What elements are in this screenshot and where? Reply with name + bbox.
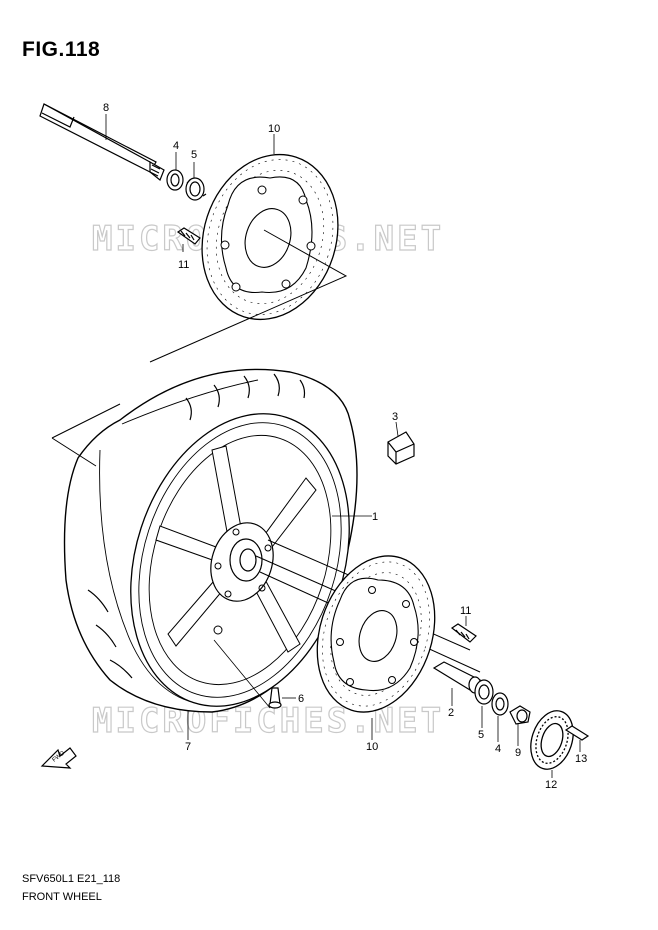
callout-spacer: 2 (448, 707, 454, 719)
forward-arrow-icon: FWD (40, 747, 77, 769)
balance-weight-part (387, 431, 415, 465)
callout-disc-top: 10 (268, 123, 280, 135)
oil-seal-bottom (491, 692, 509, 716)
bearing-top (185, 177, 207, 201)
figure-title: FIG.118 (22, 38, 101, 61)
callout-balance-weight: 3 (392, 411, 398, 423)
leader-lines (105, 114, 581, 778)
callout-wheel: 1 (372, 511, 378, 523)
oil-seal-top (166, 169, 184, 191)
disc-mount-line-top (149, 229, 348, 363)
callout-collar: 9 (515, 747, 521, 759)
callout-oil-seal-top: 4 (173, 140, 179, 152)
brake-disc-top (201, 153, 339, 321)
figure-code: SFV650L1 E21_118 (22, 873, 121, 885)
callout-sensor-rotor: 12 (545, 779, 557, 791)
callout-disc-bottom: 10 (366, 741, 378, 753)
rotor-screw-part (564, 725, 590, 741)
collar-part (509, 705, 531, 725)
callout-tire: 7 (185, 741, 191, 753)
axle-part (39, 103, 165, 181)
disc-bolt-top (176, 227, 201, 245)
front-wheel-assembly (63, 368, 358, 713)
callout-screw: 13 (575, 753, 587, 765)
callout-axle: 8 (103, 102, 109, 114)
spacer-part (432, 661, 482, 694)
wheel-plane-line (51, 403, 121, 467)
figure-name: FRONT WHEEL (22, 891, 102, 903)
sensor-rotor-part (530, 710, 574, 770)
tire-valve-part (268, 687, 282, 709)
callout-valve: 6 (298, 693, 304, 705)
disc-bolt-bottom (450, 623, 477, 643)
callout-oil-seal-bottom: 4 (495, 743, 501, 755)
callout-bearing-bottom: 5 (478, 729, 484, 741)
callout-bolt-top: 11 (178, 259, 189, 271)
brake-disc-bottom (316, 555, 436, 713)
bearing-bottom (474, 679, 494, 705)
callout-bearing-top: 5 (191, 149, 197, 161)
callout-bolt-bottom: 11 (460, 605, 471, 617)
watermark-bottom: MICROFICHES.NET (92, 701, 444, 741)
